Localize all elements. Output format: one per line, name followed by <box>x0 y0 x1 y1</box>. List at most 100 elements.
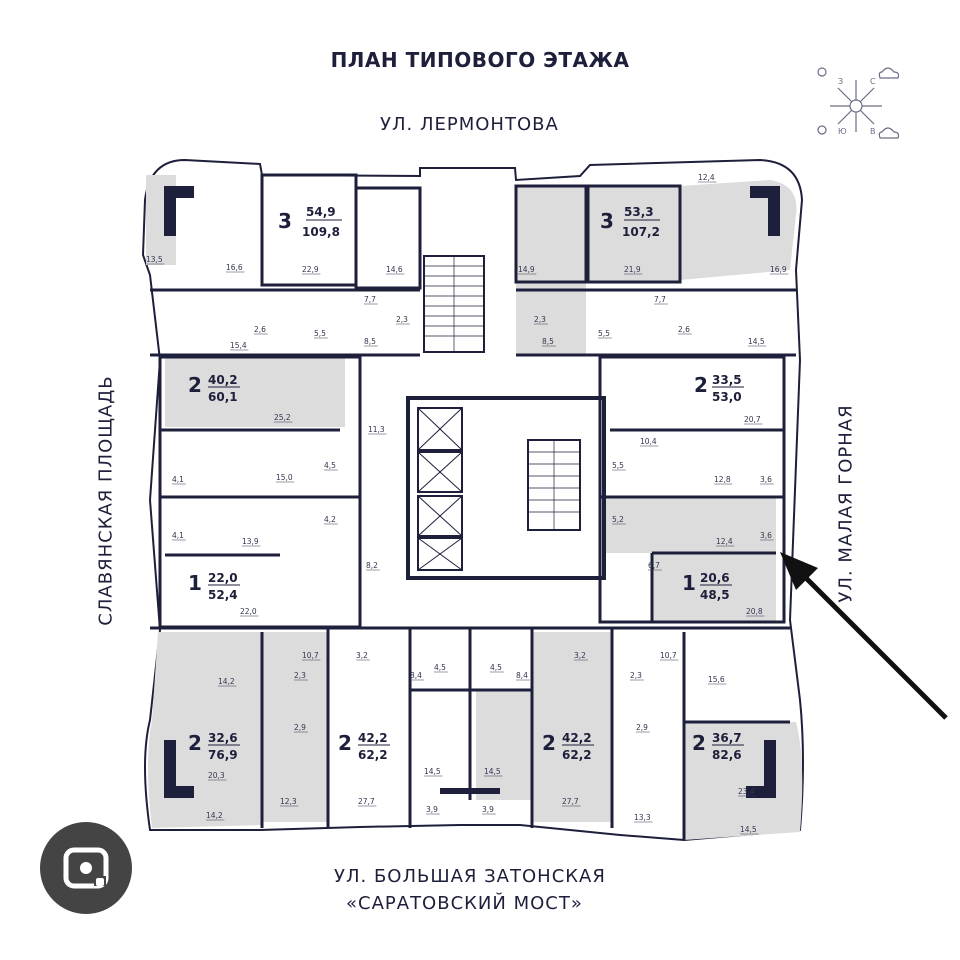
room-area-label: 2,3 <box>396 315 408 324</box>
room-area-label: 14,2 <box>206 811 223 820</box>
shade-sw <box>148 632 262 828</box>
apt-nw3[interactable]: 3 54,9 109,8 <box>278 205 342 239</box>
room-area-label: 22,0 <box>240 607 257 616</box>
shade-s2r-2 <box>476 690 532 800</box>
apt-living: 32,6 <box>208 731 238 745</box>
room-area-label: 3,2 <box>574 651 586 660</box>
page-title: ПЛАН ТИПОВОГО ЭТАЖА <box>330 48 630 72</box>
apt-sw2[interactable]: 2 32,6 76,9 <box>188 731 240 762</box>
apt-rooms: 1 <box>188 571 202 595</box>
apt-e2a[interactable]: 2 33,5 53,0 <box>694 373 744 404</box>
room-area-label: 27,7 <box>358 797 375 806</box>
room-area-label: 5,2 <box>612 515 624 524</box>
room-area-label: 8,4 <box>410 671 422 680</box>
apt-total: 109,8 <box>302 225 340 239</box>
room-area-label: 10,4 <box>640 437 657 446</box>
apt-total: 53,0 <box>712 390 742 404</box>
apt-living: 53,3 <box>624 205 654 219</box>
room-area-label: 23,4 <box>738 787 755 796</box>
room-area-label: 8,2 <box>366 561 378 570</box>
room-area-label: 2,9 <box>636 723 648 732</box>
room-area-label: 14,2 <box>218 677 235 686</box>
room-area-label: 15,6 <box>708 675 725 684</box>
room-area-label: 25,2 <box>274 413 291 422</box>
room-area-label: 2,6 <box>678 325 690 334</box>
street-top: УЛ. ЛЕРМОНТОВА <box>380 114 559 135</box>
shade-e-corridor <box>600 497 776 553</box>
shade-w2a <box>165 357 345 427</box>
room-area-label: 4,5 <box>434 663 446 672</box>
apt-total: 60,1 <box>208 390 238 404</box>
room-area-label: 8,5 <box>542 337 554 346</box>
apt-living: 36,7 <box>712 731 742 745</box>
shade-ne-left <box>516 186 586 354</box>
compass-icon: З С Ю В <box>817 67 900 139</box>
apt-w2a[interactable]: 2 40,2 60,1 <box>188 373 240 404</box>
apt-rooms: 1 <box>682 571 696 595</box>
shade-s2r <box>532 632 612 822</box>
apt-living: 33,5 <box>712 373 742 387</box>
shade-ne-3room <box>588 186 680 282</box>
room-area-label: 13,3 <box>634 813 651 822</box>
room-area-label: 21,9 <box>624 265 641 274</box>
room-area-label: 15,0 <box>276 473 293 482</box>
apt-rooms: 2 <box>692 731 706 755</box>
room-area-label: 4,5 <box>490 663 502 672</box>
apt-living: 42,2 <box>358 731 388 745</box>
apt-s2r[interactable]: 2 42,2 62,2 <box>542 731 594 762</box>
apt-ne3[interactable]: 3 53,3 107,2 <box>600 205 660 239</box>
lens-icon[interactable] <box>40 822 132 914</box>
apt-e1[interactable]: 1 20,6 48,5 <box>682 571 732 602</box>
room-area-label: 2,9 <box>294 723 306 732</box>
room-area-label: 8,4 <box>516 671 528 680</box>
room-area-label: 22,9 <box>302 265 319 274</box>
room-area-label: 12,4 <box>716 537 733 546</box>
apt-rooms: 2 <box>338 731 352 755</box>
compass-s: Ю <box>838 127 847 136</box>
room-area-label: 14,5 <box>740 825 757 834</box>
pointer-arrow <box>780 552 948 720</box>
apt-total: 62,2 <box>358 748 388 762</box>
room-area-label: 2,3 <box>630 671 642 680</box>
apt-rooms: 2 <box>188 373 202 397</box>
room-area-label: 6,7 <box>648 561 660 570</box>
compass-e: В <box>870 127 876 136</box>
apt-living: 42,2 <box>562 731 592 745</box>
street-bottom-2: «САРАТОВСКИЙ МОСТ» <box>346 893 583 914</box>
room-area-label: 20,3 <box>208 771 225 780</box>
room-area-label: 4,2 <box>324 515 336 524</box>
room-area-label: 2,3 <box>534 315 546 324</box>
room-area-label: 27,7 <box>562 797 579 806</box>
apt-rooms: 3 <box>278 209 292 233</box>
camera-icon <box>63 847 109 889</box>
apt-total: 82,6 <box>712 748 742 762</box>
apt-w1[interactable]: 1 22,0 52,4 <box>188 571 240 602</box>
apt-rooms: 2 <box>542 731 556 755</box>
room-area-label: 16,9 <box>770 265 787 274</box>
room-area-label: 7,7 <box>654 295 666 304</box>
apt-living: 54,9 <box>306 205 336 219</box>
room-area-label: 20,7 <box>744 415 761 424</box>
room-area-label: 3,2 <box>356 651 368 660</box>
shade-ne-balcony <box>680 180 797 280</box>
apt-living: 20,6 <box>700 571 730 585</box>
apt-se2[interactable]: 2 36,7 82,6 <box>692 731 744 762</box>
room-area-label: 8,5 <box>364 337 376 346</box>
compass-w: З <box>838 77 843 86</box>
room-area-label: 3,6 <box>760 475 772 484</box>
street-bottom-1: УЛ. БОЛЬШАЯ ЗАТОНСКАЯ <box>334 866 606 887</box>
room-area-label: 14,6 <box>386 265 403 274</box>
apt-total: 62,2 <box>562 748 592 762</box>
room-area-label: 14,5 <box>748 337 765 346</box>
room-area-label: 14,5 <box>484 767 501 776</box>
shade-e1 <box>652 553 776 621</box>
apt-s2l[interactable]: 2 42,2 62,2 <box>338 731 390 762</box>
apt-rooms: 2 <box>188 731 202 755</box>
apt-total: 52,4 <box>208 588 238 602</box>
room-area-label: 14,5 <box>424 767 441 776</box>
room-area-label: 5,5 <box>598 329 610 338</box>
apt-rooms: 3 <box>600 209 614 233</box>
room-area-label: 5,5 <box>314 329 326 338</box>
